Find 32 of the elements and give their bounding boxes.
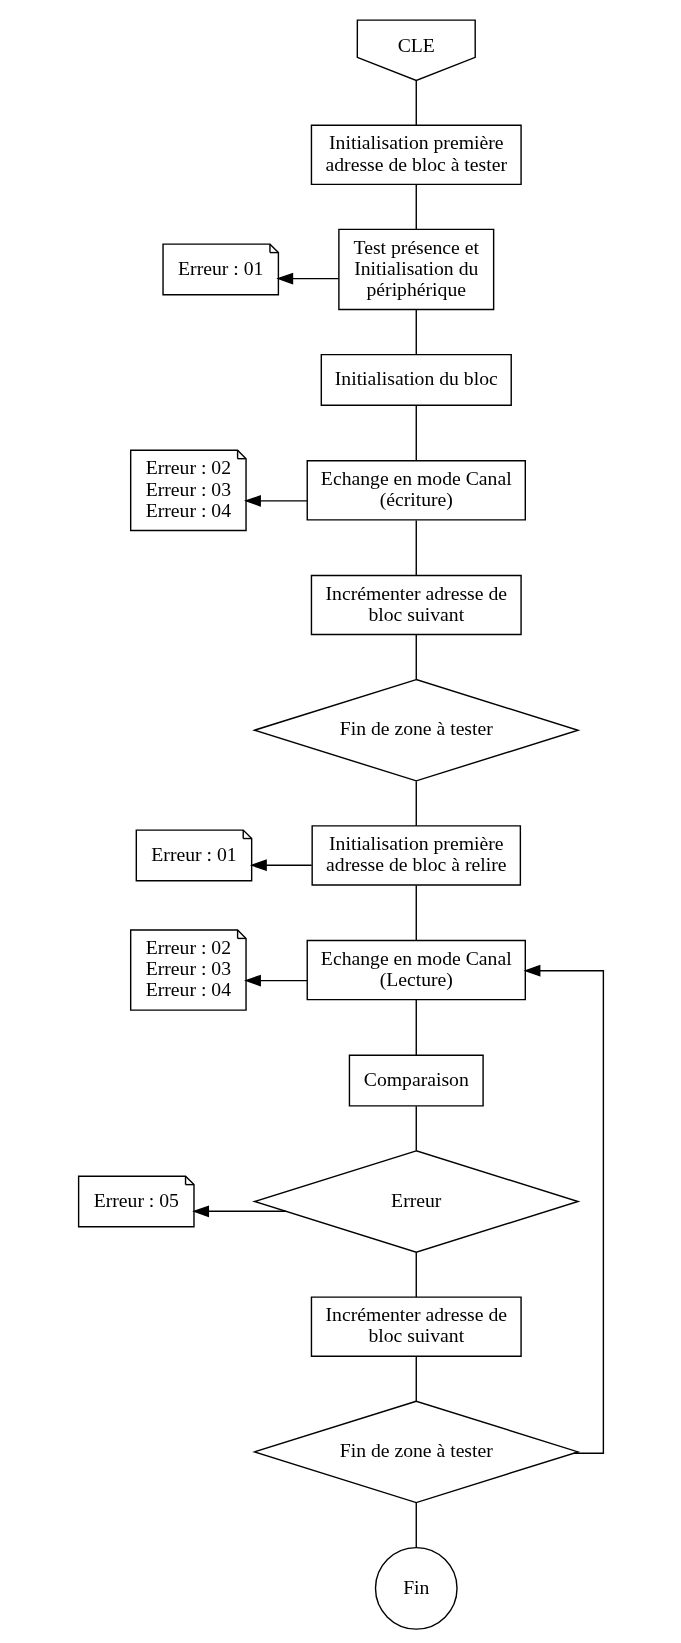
connector [415, 79, 417, 126]
arrow [275, 272, 339, 285]
connector [415, 184, 417, 230]
node-box: Initialisation première adresse de bloc à relire [310, 825, 521, 886]
connector [415, 1251, 417, 1298]
connector [415, 1355, 417, 1402]
node-box: Incrémenter adresse de bloc suivant [310, 574, 522, 636]
node-box: Echange en mode Canal (écriture) [306, 460, 526, 521]
connector [415, 1502, 417, 1548]
node-box: Initialisation du bloc [320, 353, 512, 406]
node-diamond: Fin de zone à tester [251, 678, 580, 782]
arrow [523, 964, 604, 1454]
node-box: Initialisation première adresse de bloc à tester [310, 124, 522, 186]
connector [415, 633, 417, 680]
connector [415, 780, 417, 827]
connector [415, 1105, 417, 1152]
node-box: Test présence et Initialisation du périphérique [337, 228, 494, 311]
node-diamond: Erreur [251, 1150, 580, 1253]
arrow [191, 1205, 286, 1218]
node-box: Echange en mode Canal (Lecture) [306, 939, 526, 1001]
arrow [249, 859, 312, 872]
node-diamond: Fin de zone à tester [251, 1400, 580, 1504]
connector [415, 519, 417, 576]
connector [415, 404, 417, 462]
connector [415, 884, 417, 941]
node-box: Incrémenter adresse de bloc suivant [310, 1296, 522, 1357]
connector [415, 998, 417, 1056]
arrow [243, 974, 308, 987]
node-circle: Fin [374, 1546, 458, 1630]
arrow [243, 494, 308, 507]
node-box: Comparaison [348, 1054, 484, 1107]
connector [415, 309, 417, 355]
